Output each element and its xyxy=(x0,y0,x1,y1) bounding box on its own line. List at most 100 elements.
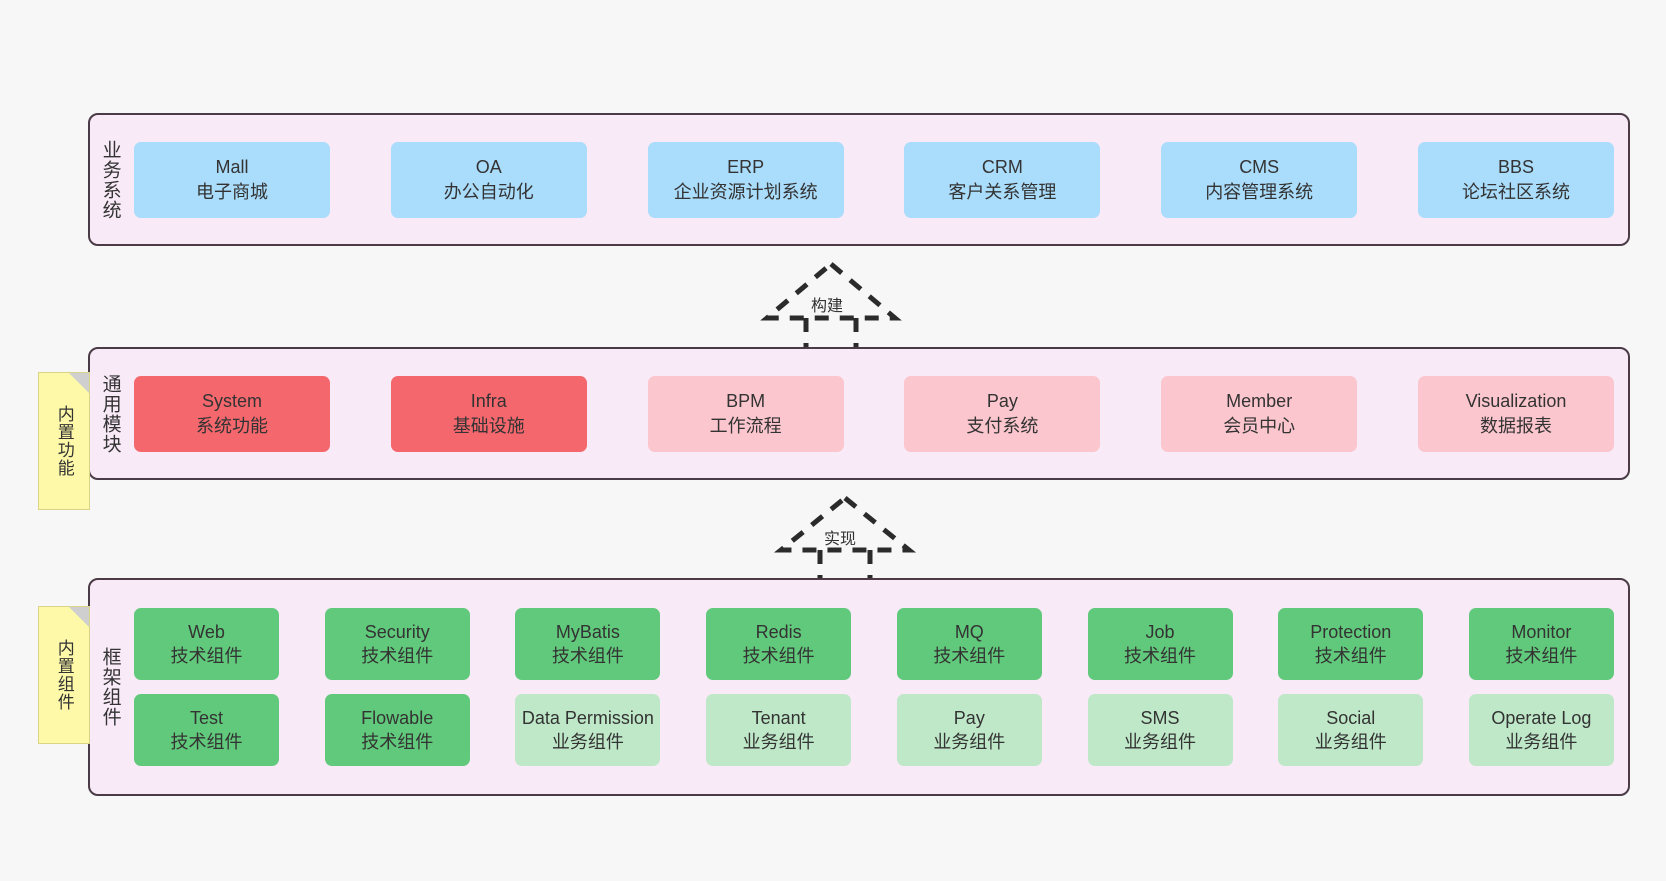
box-pay-component[interactable]: Pay 业务组件 xyxy=(896,694,1042,766)
box-mall-en: Mall xyxy=(215,157,249,178)
layer-framework-component: 框架组件 Web 技术组件 Security 技术组件 MyBatis 技术组件… xyxy=(88,578,1630,796)
layer-body-common-module: System 系统功能 Infra 基础设施 BPM 工作流程 Pay 支付系统… xyxy=(130,349,1628,478)
box-operate-log-en: Operate Log xyxy=(1491,707,1592,728)
box-operate-log[interactable]: Operate Log 业务组件 xyxy=(1468,694,1614,766)
box-infra-cn: 基础设施 xyxy=(452,415,525,436)
box-bpm[interactable]: BPM 工作流程 xyxy=(647,375,844,452)
box-social-en: Social xyxy=(1326,707,1376,728)
box-system-cn: 系统功能 xyxy=(196,415,268,436)
box-monitor[interactable]: Monitor 技术组件 xyxy=(1468,608,1614,680)
box-oa-en: OA xyxy=(475,157,502,178)
note-builtin-function-label: 内置功能 xyxy=(54,405,74,477)
box-mq-en: MQ xyxy=(954,621,984,642)
box-bbs-cn: 论坛社区系统 xyxy=(1461,181,1570,202)
box-pay-module[interactable]: Pay 支付系统 xyxy=(904,375,1101,452)
box-visualization-cn: 数据报表 xyxy=(1479,415,1552,436)
box-cms-cn: 内容管理系统 xyxy=(1205,181,1314,202)
row-business-systems: Mall 电子商城 OA 办公自动化 ERP 企业资源计划系统 CRM 客户关系… xyxy=(134,141,1614,218)
box-flowable-en: Flowable xyxy=(361,707,434,728)
box-crm-en: CRM xyxy=(981,157,1023,178)
box-pay-component-cn: 业务组件 xyxy=(933,732,1006,752)
box-pay-module-en: Pay xyxy=(986,391,1018,412)
box-web-en: Web xyxy=(188,621,225,642)
box-system-en: System xyxy=(201,391,262,412)
box-data-permission[interactable]: Data Permission 业务组件 xyxy=(515,694,661,766)
box-flowable[interactable]: Flowable 技术组件 xyxy=(324,694,470,766)
box-security[interactable]: Security 技术组件 xyxy=(324,608,470,680)
row-tech-components: Web 技术组件 Security 技术组件 MyBatis 技术组件 Redi… xyxy=(134,608,1614,680)
layer-common-module: 通用模块 System 系统功能 Infra 基础设施 BPM 工作流程 Pay… xyxy=(88,347,1630,480)
note-builtin-component-label: 内置组件 xyxy=(54,639,74,711)
box-monitor-cn: 技术组件 xyxy=(1505,646,1578,666)
box-mybatis[interactable]: MyBatis 技术组件 xyxy=(515,608,661,680)
box-erp-cn: 企业资源计划系统 xyxy=(673,181,818,202)
box-sms[interactable]: SMS 业务组件 xyxy=(1087,694,1233,766)
box-cms[interactable]: CMS 内容管理系统 xyxy=(1161,141,1358,218)
row-business-components: Test 技术组件 Flowable 技术组件 Data Permission … xyxy=(134,694,1614,766)
box-job[interactable]: Job 技术组件 xyxy=(1087,608,1233,680)
layer-business-system: 业务系统 Mall 电子商城 OA 办公自动化 ERP 企业资源计划系统 CRM… xyxy=(88,113,1630,246)
box-test[interactable]: Test 技术组件 xyxy=(134,694,279,766)
box-mybatis-en: MyBatis xyxy=(555,621,620,642)
box-member[interactable]: Member 会员中心 xyxy=(1161,375,1358,452)
box-web[interactable]: Web 技术组件 xyxy=(134,608,279,680)
box-member-en: Member xyxy=(1226,391,1293,412)
box-bpm-cn: 工作流程 xyxy=(709,415,782,436)
box-visualization-en: Visualization xyxy=(1465,391,1567,412)
note-builtin-component: 内置组件 xyxy=(38,606,90,744)
box-protection-en: Protection xyxy=(1310,621,1392,642)
connector-build-label: 构建 xyxy=(811,298,844,315)
box-mq-cn: 技术组件 xyxy=(933,646,1006,666)
box-pay-component-en: Pay xyxy=(953,707,985,728)
box-cms-en: CMS xyxy=(1239,157,1280,178)
box-web-cn: 技术组件 xyxy=(170,646,243,666)
box-data-permission-en: Data Permission xyxy=(521,707,654,728)
layer-title-common-module: 通用模块 xyxy=(99,373,121,454)
box-social[interactable]: Social 业务组件 xyxy=(1278,694,1424,766)
box-flowable-cn: 技术组件 xyxy=(361,732,434,752)
box-infra-en: Infra xyxy=(470,391,507,412)
box-protection-cn: 技术组件 xyxy=(1314,646,1387,666)
box-test-en: Test xyxy=(189,707,223,728)
box-bbs-en: BBS xyxy=(1497,157,1534,178)
layer-title-business-system: 业务系统 xyxy=(99,139,121,220)
layer-body-framework-component: Web 技术组件 Security 技术组件 MyBatis 技术组件 Redi… xyxy=(130,580,1628,794)
box-redis[interactable]: Redis 技术组件 xyxy=(706,608,852,680)
box-system[interactable]: System 系统功能 xyxy=(134,375,330,452)
box-sms-en: SMS xyxy=(1140,707,1180,728)
box-infra[interactable]: Infra 基础设施 xyxy=(390,375,587,452)
box-member-cn: 会员中心 xyxy=(1223,415,1296,436)
box-social-cn: 业务组件 xyxy=(1314,732,1387,752)
box-erp[interactable]: ERP 企业资源计划系统 xyxy=(647,141,844,218)
box-oa[interactable]: OA 办公自动化 xyxy=(390,141,587,218)
box-data-permission-cn: 业务组件 xyxy=(551,732,624,752)
box-mall[interactable]: Mall 电子商城 xyxy=(134,141,330,218)
row-common-modules: System 系统功能 Infra 基础设施 BPM 工作流程 Pay 支付系统… xyxy=(134,375,1614,452)
box-bpm-en: BPM xyxy=(726,391,766,412)
box-crm-cn: 客户关系管理 xyxy=(948,181,1057,202)
note-fold-corner-icon xyxy=(69,373,89,393)
box-mall-cn: 电子商城 xyxy=(196,181,268,202)
box-pay-module-cn: 支付系统 xyxy=(966,415,1039,436)
box-erp-en: ERP xyxy=(727,157,765,178)
box-protection[interactable]: Protection 技术组件 xyxy=(1278,608,1424,680)
note-builtin-function: 内置功能 xyxy=(38,372,90,510)
box-tenant-en: Tenant xyxy=(751,707,806,728)
box-job-cn: 技术组件 xyxy=(1124,646,1197,666)
connector-implement-label: 实现 xyxy=(824,531,857,548)
box-bbs[interactable]: BBS 论坛社区系统 xyxy=(1417,141,1614,218)
box-redis-en: Redis xyxy=(755,621,802,642)
box-tenant-cn: 业务组件 xyxy=(742,732,815,752)
box-visualization[interactable]: Visualization 数据报表 xyxy=(1417,375,1614,452)
box-mybatis-cn: 技术组件 xyxy=(551,646,624,666)
box-redis-cn: 技术组件 xyxy=(742,646,815,666)
layer-title-framework-component: 框架组件 xyxy=(99,647,121,727)
layer-body-business-system: Mall 电子商城 OA 办公自动化 ERP 企业资源计划系统 CRM 客户关系… xyxy=(130,115,1628,244)
box-job-en: Job xyxy=(1145,621,1175,642)
box-tenant[interactable]: Tenant 业务组件 xyxy=(706,694,852,766)
box-security-cn: 技术组件 xyxy=(361,646,434,666)
box-oa-cn: 办公自动化 xyxy=(443,181,534,202)
box-crm[interactable]: CRM 客户关系管理 xyxy=(904,141,1101,218)
box-mq[interactable]: MQ 技术组件 xyxy=(896,608,1042,680)
